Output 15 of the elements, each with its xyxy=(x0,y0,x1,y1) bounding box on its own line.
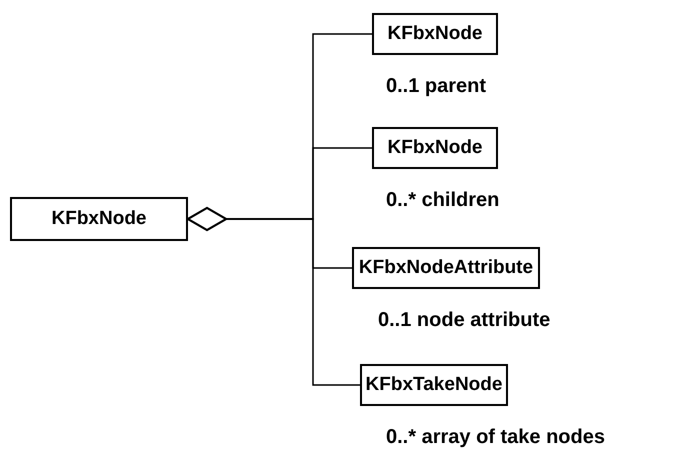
multiplicity-label: 0..* children xyxy=(386,189,500,212)
class-box xyxy=(372,13,498,55)
class-name: KFbxNode xyxy=(52,208,146,230)
class-name: KFbxNode xyxy=(388,23,482,45)
class-box xyxy=(352,247,540,289)
class-box xyxy=(360,364,508,406)
multiplicity-label: 0..1 parent xyxy=(386,75,486,98)
multiplicity-label: 0..* array of take nodes xyxy=(386,426,605,449)
class-box xyxy=(372,127,498,169)
aggregation-line xyxy=(187,207,360,386)
class-name: KFbxNodeAttribute xyxy=(358,257,534,279)
multiplicity-label: 0..1 node attribute xyxy=(378,309,550,332)
class-name: KFbxNode xyxy=(388,137,482,159)
class-box xyxy=(10,197,188,241)
class-name: KFbxTakeNode xyxy=(366,374,502,396)
